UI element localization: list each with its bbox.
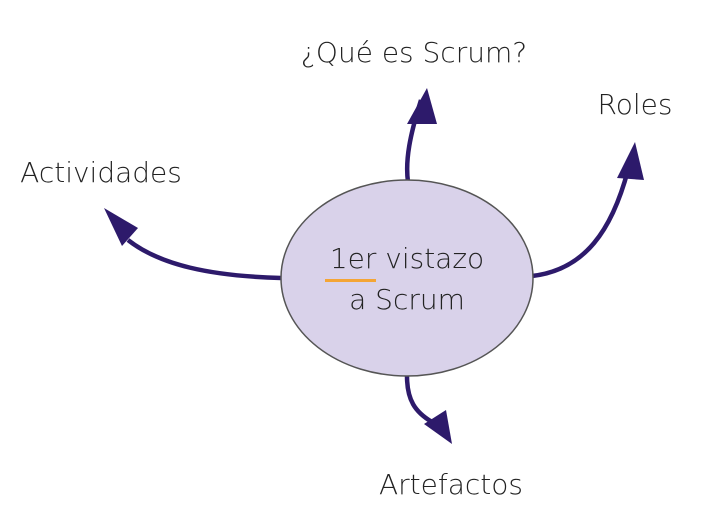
label-artefactos: Artefactos xyxy=(379,468,523,501)
arrowhead-top-right xyxy=(617,142,644,180)
arrowhead-bottom xyxy=(424,410,452,444)
label-que-es-scrum: ¿Qué es Scrum? xyxy=(301,36,527,69)
arrowhead-top xyxy=(407,88,437,124)
center-underline xyxy=(325,279,376,282)
center-text-line2: a Scrum xyxy=(349,283,465,316)
label-actividades: Actividades xyxy=(20,156,182,189)
label-roles: Roles xyxy=(598,88,673,121)
center-text-line1: 1er vistazo xyxy=(330,242,484,275)
arrowhead-left xyxy=(104,208,138,246)
arrow-to-actividades xyxy=(126,238,282,281)
arrow-to-roles xyxy=(531,169,631,279)
central-node xyxy=(280,179,534,377)
arrow-to-artefactos xyxy=(404,375,434,424)
